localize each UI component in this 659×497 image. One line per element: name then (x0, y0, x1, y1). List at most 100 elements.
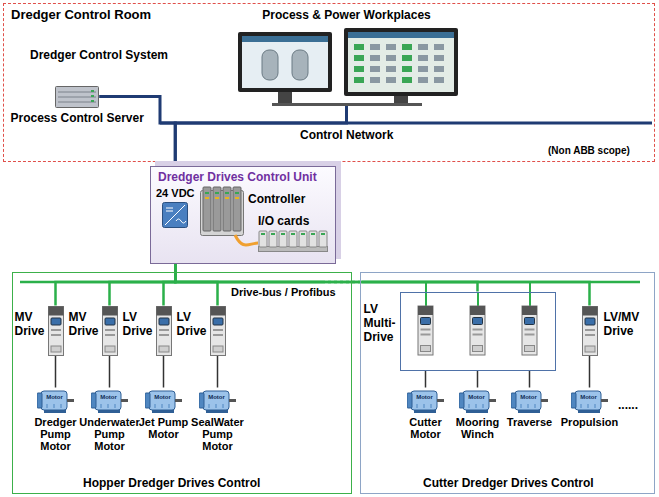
monitor-part (354, 55, 364, 61)
motor-icon-box: Motor (459, 388, 497, 414)
drive-icon (582, 306, 598, 356)
motor-icon (511, 388, 549, 414)
motor: MotorPropulsion (558, 388, 622, 428)
monitor-part (402, 77, 412, 83)
icon-part (522, 306, 537, 355)
io-card-part (281, 233, 285, 235)
monitor-part (262, 50, 278, 80)
motor-icon (37, 388, 75, 414)
icon-part (105, 318, 115, 325)
motor-part (527, 404, 528, 408)
drive-icon (102, 306, 118, 356)
drive-icon (156, 306, 172, 356)
monitor-part (402, 66, 412, 72)
note-label: ...... (618, 398, 638, 412)
psu-part (176, 219, 186, 223)
note-label: Control Network (300, 128, 393, 142)
motor: MotorCutter Motor (394, 388, 458, 440)
motor-part (149, 391, 175, 410)
motor: MotorTraverse (498, 388, 562, 428)
icon-part (420, 345, 430, 351)
drives-region: MV DriveMV DriveLV DriveLV DriveMotorDre… (12, 272, 352, 494)
drive-unit: MV Drive (69, 306, 118, 356)
icon-part (105, 334, 115, 336)
motor-tag: Motor (520, 394, 537, 401)
icon-part (159, 329, 169, 331)
icon-part (585, 318, 595, 325)
drive-cabinet (102, 306, 117, 355)
monitor-part (354, 44, 364, 50)
motor-part (594, 404, 595, 408)
motor-caption: Traverse (499, 416, 561, 428)
motor-part (100, 404, 101, 408)
drive-label: MV Drive (15, 310, 46, 338)
psu-part (166, 208, 173, 209)
icon-part (585, 334, 595, 336)
icon-part (472, 317, 482, 324)
icon-part (418, 306, 433, 355)
workplace-monitors: Process & Power Workplaces (232, 8, 462, 106)
drive-cabinet (582, 306, 597, 355)
bus-drop (477, 292, 479, 306)
motor-part (175, 399, 182, 402)
motor-icon-box: Motor (91, 388, 129, 414)
icon-part (156, 306, 171, 315)
icon-part (582, 306, 597, 315)
icon-part (105, 329, 115, 331)
icon-part (420, 328, 430, 330)
psu-part (163, 203, 188, 228)
motor-part (41, 391, 67, 410)
node-label: Controller (248, 192, 305, 206)
drive-cabinet (210, 306, 225, 355)
monitor-part (434, 66, 444, 72)
motor-icon (571, 388, 609, 414)
drive-label: LV/MV Drive (604, 310, 648, 338)
icon-part (156, 306, 171, 355)
motor-caption: Propulsion (559, 416, 621, 428)
server-part (91, 95, 94, 97)
controller-part (205, 197, 209, 199)
icon-part (470, 306, 485, 355)
controller-part (205, 192, 209, 194)
icon-part (102, 306, 117, 315)
motor-part (489, 399, 496, 402)
motor-tag: Motor (100, 394, 117, 401)
motor-tag: Motor (46, 394, 63, 401)
drive-cabinet (48, 306, 63, 355)
controller-part (223, 187, 231, 231)
io-card-part (269, 231, 277, 247)
multi-drive-icons (401, 293, 554, 369)
icon-part (472, 328, 482, 330)
psu-part (166, 211, 173, 212)
drive-cabinet (418, 306, 433, 355)
monitor-part (272, 103, 422, 106)
motor-part (407, 393, 412, 408)
process-server: Process Control Server (11, 86, 144, 125)
monitor-part (418, 77, 428, 83)
io-card-part (291, 233, 295, 235)
controller-part (233, 187, 241, 231)
motor-part (416, 404, 417, 408)
controller-part (213, 187, 221, 231)
icon-part (522, 306, 537, 315)
icon-part (585, 346, 595, 352)
motor-tag: Motor (580, 394, 597, 401)
motor: MotorSealWater Pump Motor (186, 388, 250, 452)
motor-part (145, 393, 150, 408)
motor-part (437, 399, 444, 402)
icon-part (51, 329, 61, 331)
drive-cabinet (156, 306, 171, 355)
power-cable (217, 356, 219, 388)
motor-icon-box: Motor (199, 388, 237, 414)
icon-part (51, 346, 61, 352)
motor-icon (145, 388, 183, 414)
icon-part (102, 306, 117, 355)
motor-part (463, 391, 489, 410)
motor-part (468, 404, 469, 408)
motor-part (60, 404, 61, 408)
server-icon (55, 86, 99, 108)
icon-part (420, 333, 430, 335)
io-card-part (261, 233, 265, 235)
io-cards-icon (258, 230, 328, 252)
motor-icon-box: Motor (37, 388, 75, 414)
